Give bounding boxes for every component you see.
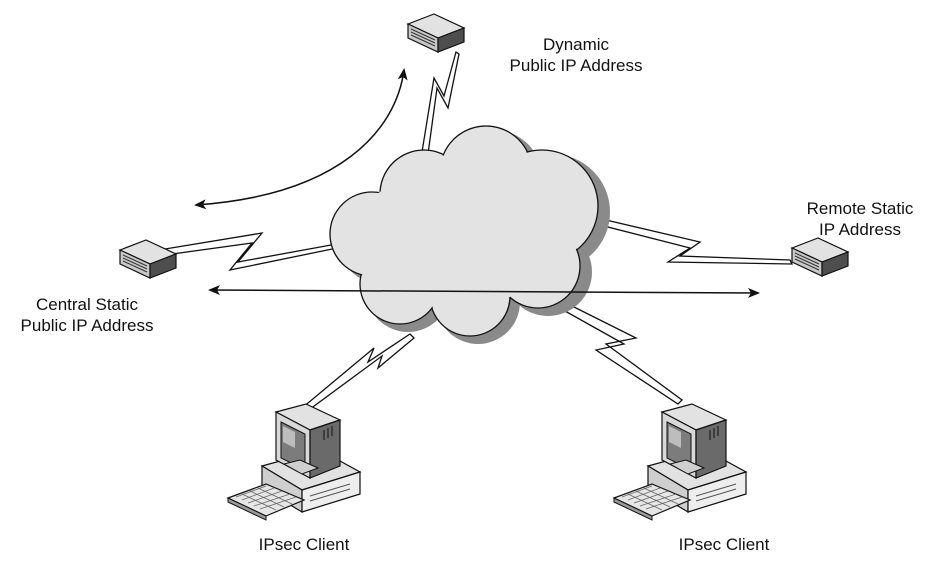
- remote-router-icon: [791, 237, 849, 277]
- link-client-left: [301, 333, 415, 413]
- client-left-label: IPsec Client: [234, 534, 374, 555]
- dynamic-label: Dynamic Public IP Address: [496, 34, 656, 76]
- dynamic-arrow: [194, 68, 408, 210]
- client-right-computer-icon: [613, 403, 747, 521]
- client-right-label-text: IPsec Client: [678, 535, 770, 554]
- link-dynamic: [421, 50, 460, 155]
- dynamic-label-line1: Dynamic: [542, 35, 610, 54]
- client-left-computer-icon: [227, 403, 361, 521]
- central-label-line2: Public IP Address: [20, 316, 154, 335]
- dynamic-label-line2: Public IP Address: [509, 56, 643, 75]
- internet-cloud: [329, 125, 610, 344]
- dynamic-router-icon: [407, 13, 465, 53]
- central-remote-arrow: [208, 285, 760, 298]
- central-label-line1: Central Static: [35, 295, 139, 314]
- central-router-icon: [119, 239, 177, 279]
- remote-label: Remote Static IP Address: [790, 198, 930, 240]
- central-label: Central Static Public IP Address: [2, 294, 172, 336]
- client-left-label-text: IPsec Client: [258, 535, 350, 554]
- link-remote: [603, 219, 794, 265]
- link-client-right: [555, 299, 683, 405]
- client-right-label: IPsec Client: [654, 534, 794, 555]
- remote-label-line1: Remote Static: [806, 199, 914, 218]
- remote-label-line2: IP Address: [819, 220, 901, 239]
- link-central: [164, 232, 343, 272]
